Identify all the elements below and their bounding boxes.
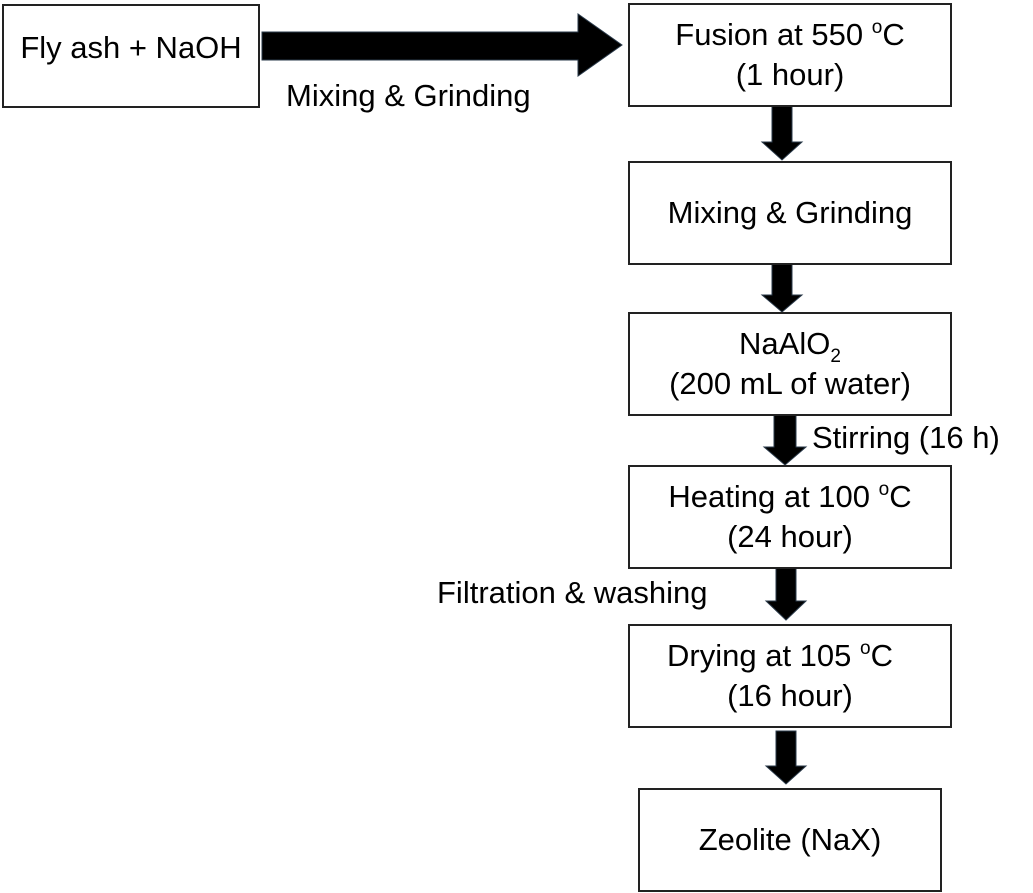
- node-zeolite-nax: Zeolite (NaX): [638, 788, 942, 892]
- arrow-fusion-to-mixing: [760, 105, 804, 161]
- edge-label-filtration-washing: Filtration & washing: [437, 575, 708, 610]
- node-label-line1: NaAlO2: [739, 326, 841, 367]
- node-label-line2: (200 mL of water): [669, 366, 911, 401]
- node-label-line1: Fusion at 550 oC: [675, 17, 905, 52]
- arrow-drying-to-product: [764, 730, 808, 785]
- node-label-line1: Heating at 100 oC: [668, 479, 912, 514]
- edge-label-mixing-grinding: Mixing & Grinding: [286, 78, 531, 113]
- arrow-naalo2-to-heating: [762, 413, 808, 466]
- node-label: Fly ash + NaOH: [20, 30, 242, 65]
- node-fly-ash-naoh: Fly ash + NaOH: [2, 4, 260, 108]
- node-drying: Drying at 105 oC (16 hour): [628, 624, 952, 728]
- arrow-heating-to-drying: [764, 566, 808, 621]
- node-label: Zeolite (NaX): [698, 822, 882, 857]
- arrow-mixing-to-naalo2: [760, 262, 804, 313]
- edge-label-stirring: Stirring (16 h): [812, 420, 1000, 455]
- node-label: Mixing & Grinding: [667, 195, 913, 230]
- node-mixing-grinding: Mixing & Grinding: [628, 161, 952, 265]
- node-naalo2: NaAlO2 (200 mL of water): [628, 312, 952, 416]
- node-label-line2: (24 hour): [727, 519, 853, 554]
- node-label-line2: (1 hour): [735, 57, 845, 92]
- node-label-line1: Drying at 105 oC: [667, 638, 893, 673]
- node-label-line2: (16 hour): [727, 678, 853, 713]
- node-heating: Heating at 100 oC (24 hour): [628, 465, 952, 569]
- arrow-start-to-fusion: [261, 13, 623, 77]
- node-fusion: Fusion at 550 oC (1 hour): [628, 3, 952, 107]
